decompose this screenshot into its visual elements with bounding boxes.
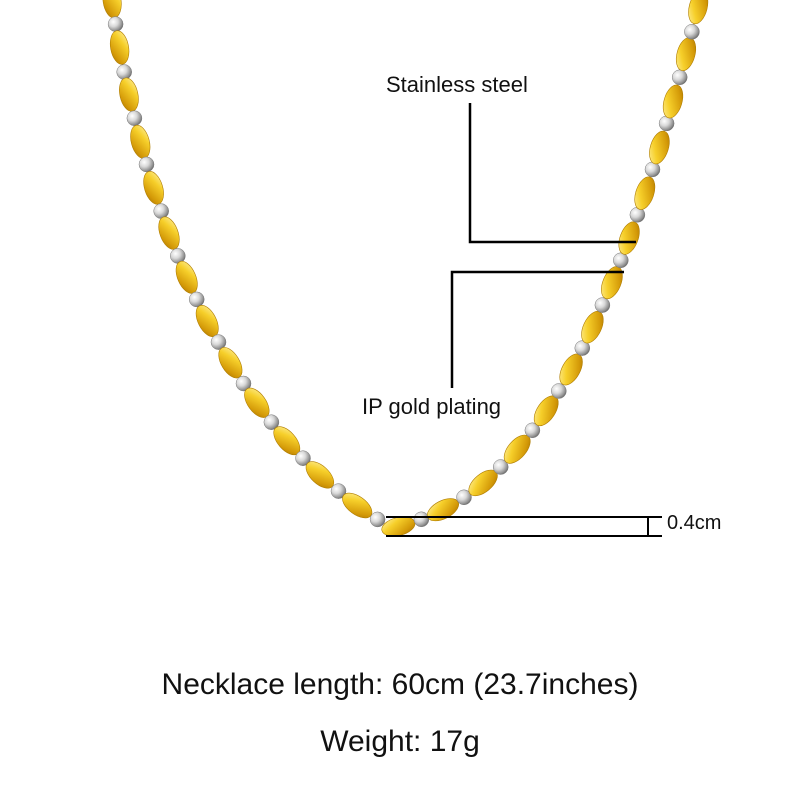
gold-bead (130, 124, 151, 159)
steel-bead (263, 414, 280, 430)
steel-bead (210, 334, 227, 350)
steel-leader-line (468, 103, 636, 244)
steel-bead (153, 203, 169, 219)
steel-bead (295, 450, 311, 466)
gold-bead (119, 77, 139, 112)
steel-bead (188, 291, 205, 308)
gold-bead (109, 30, 130, 65)
steel-bead (613, 252, 629, 269)
steel-bead (658, 115, 675, 132)
steel-bead (551, 383, 567, 399)
steel-bead (235, 375, 252, 392)
chain-beads (102, 0, 709, 537)
necklace-length-spec: Necklace length: 60cm (23.7inches) (161, 668, 639, 701)
steel-bead (413, 511, 430, 528)
steel-bead (330, 483, 347, 499)
steel-bead (126, 110, 143, 126)
gold-bead (158, 216, 180, 250)
gold-plating-label: IP gold plating (362, 394, 502, 419)
gold-leader-line (450, 270, 624, 388)
gold-bead (601, 266, 623, 300)
bead-width-label: 0.4cm (667, 512, 722, 534)
steel-bead (107, 16, 124, 32)
gold-bead (175, 260, 198, 294)
steel-bead (456, 489, 472, 506)
gold-bead (634, 176, 656, 210)
necklace-weight-spec: Weight: 17g (320, 725, 480, 758)
steel-bead (138, 156, 155, 173)
gold-bead (675, 37, 697, 71)
stainless-steel-label: Stainless steel (386, 72, 528, 97)
steel-bead (594, 297, 611, 313)
gold-bead (143, 171, 164, 205)
steel-bead (524, 422, 541, 439)
steel-bead (574, 340, 591, 356)
steel-bead (671, 69, 688, 86)
gold-bead (559, 353, 583, 386)
gold-bead (649, 130, 670, 165)
steel-bead (492, 459, 509, 475)
gold-bead (688, 0, 709, 25)
gold-bead (662, 84, 684, 119)
steel-bead (644, 161, 661, 178)
steel-bead (684, 24, 700, 40)
steel-bead (369, 511, 386, 528)
gold-bead (102, 0, 122, 19)
gold-bead (618, 221, 640, 255)
steel-bead (116, 64, 132, 80)
